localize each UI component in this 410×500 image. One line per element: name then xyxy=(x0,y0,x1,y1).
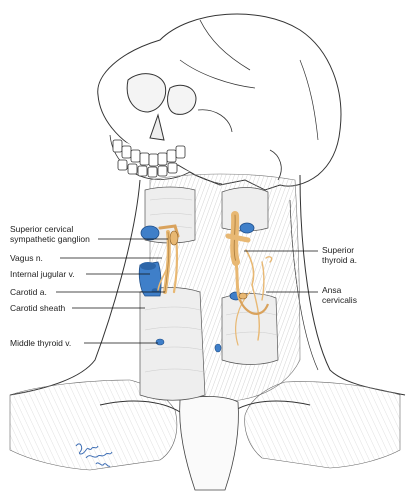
middle-thyroid-vein xyxy=(155,338,165,346)
superior-cervical-ganglion xyxy=(169,230,179,246)
label-vagus-nerve: Vagus n. xyxy=(10,253,43,263)
ansa-node xyxy=(238,292,248,300)
label-ansa-cervicalis-2: cervicalis xyxy=(322,295,357,305)
label-middle-thyroid-vein: Middle thyroid v. xyxy=(10,338,72,348)
label-superior-cervical-ganglion-2: sympathetic ganglion xyxy=(10,234,90,244)
label-superior-cervical-ganglion-1: Superior cervical xyxy=(10,224,74,234)
left-carotid-sheath-lower xyxy=(139,287,206,401)
internal-jugular-vein xyxy=(138,225,162,297)
right-carotid-sheath-lower xyxy=(221,293,279,365)
right-internal-jugular-vein xyxy=(239,222,255,234)
artist-signature-icon xyxy=(75,443,113,467)
label-internal-jugular-vein: Internal jugular v. xyxy=(10,269,75,279)
label-carotid-sheath: Carotid sheath xyxy=(10,303,66,313)
ansa-cervicalis xyxy=(238,299,270,315)
label-carotid-artery: Carotid a. xyxy=(10,287,47,297)
label-superior-thyroid-artery-2: thyroid a. xyxy=(322,255,357,265)
clavicle-region xyxy=(9,379,401,471)
skull xyxy=(97,13,342,191)
sternum xyxy=(179,396,239,491)
label-superior-thyroid-artery-1: Superior xyxy=(322,245,355,255)
right-middle-thyroid-vein xyxy=(214,343,222,353)
label-ansa-cervicalis-1: Ansa xyxy=(322,285,342,295)
leader-lines xyxy=(56,238,318,344)
